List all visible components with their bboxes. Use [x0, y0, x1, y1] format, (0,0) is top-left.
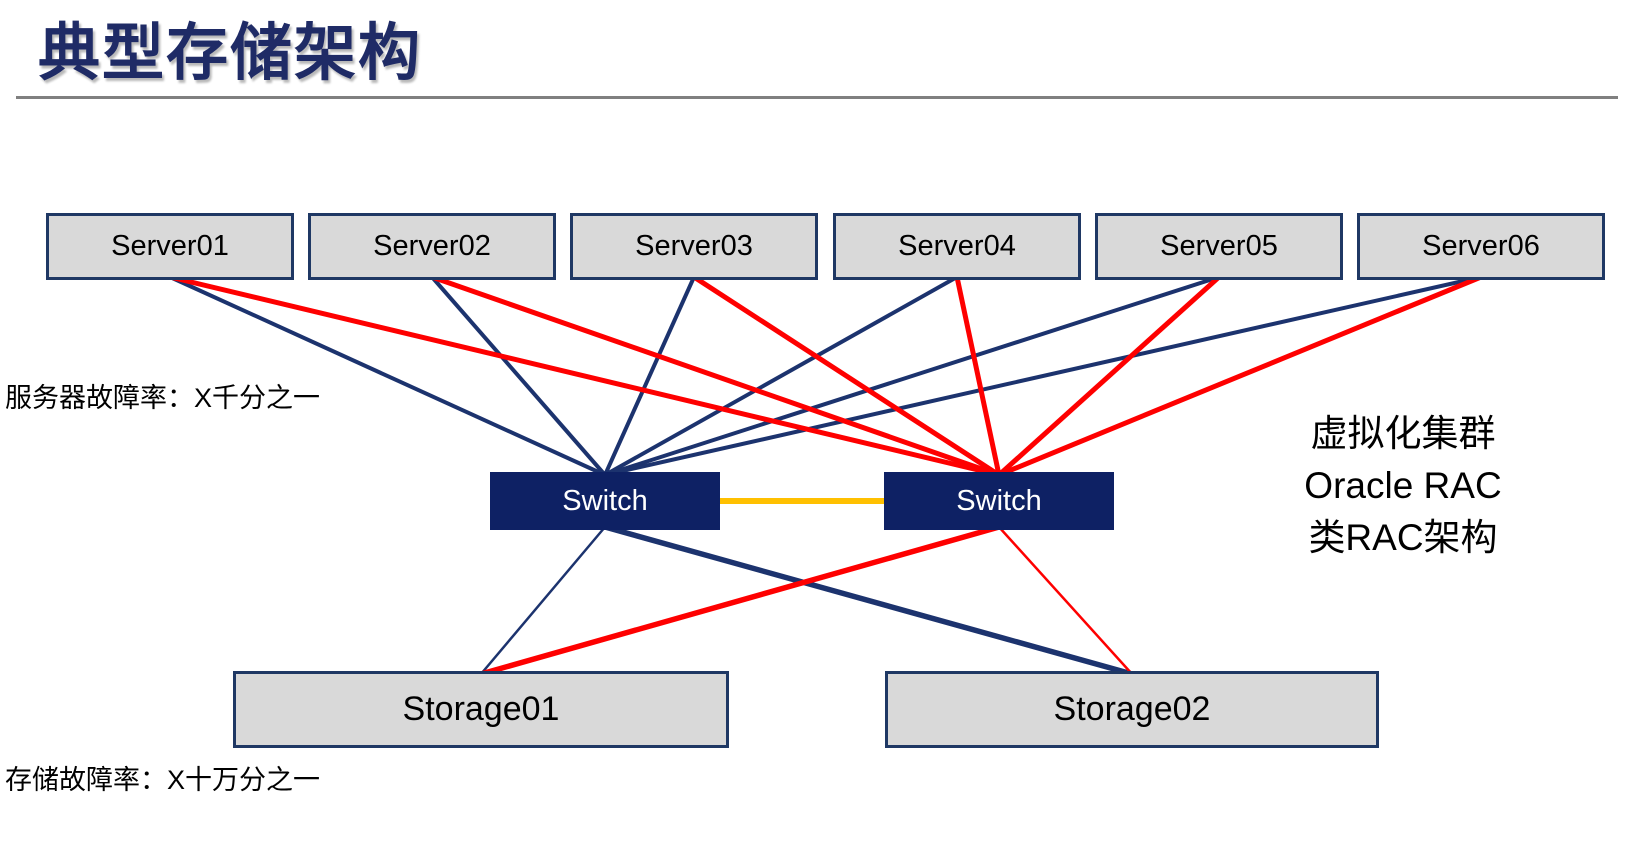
storage01-node: Storage01: [233, 671, 729, 748]
title-divider-line: [16, 96, 1618, 99]
edge-server3-to-switch-right: [692, 274, 1001, 478]
cluster-note-line-2: Oracle RAC: [1304, 465, 1502, 506]
edge-switch-left-to-storage2: [604, 524, 1133, 677]
server05-node: Server05: [1095, 213, 1343, 280]
edge-server6-to-switch-left: [604, 275, 1482, 477]
edge-server6-to-switch-right: [998, 274, 1482, 478]
edge-server1-to-switch-right: [169, 274, 1000, 478]
cluster-note: 虚拟化集群 Oracle RAC 类RAC架构: [1272, 408, 1534, 564]
edge-switch-right-to-storage1: [480, 524, 1000, 677]
page-title: 典型存储架构: [38, 19, 423, 88]
edge-switch-left-to-storage1: [480, 526, 606, 675]
server01-node: Server01: [46, 213, 294, 280]
edge-server2-to-switch-right: [431, 274, 1000, 478]
edge-server2-to-switch-left: [430, 275, 607, 477]
server02-node: Server02: [308, 213, 556, 280]
switch-left-node: Switch: [490, 472, 720, 530]
server06-node: Server06: [1357, 213, 1605, 280]
edge-server5-to-switch-left: [604, 275, 1220, 477]
edge-server5-to-switch-right: [997, 275, 1221, 477]
edge-server4-to-switch-right: [954, 276, 1002, 476]
cluster-note-line-3: 类RAC架构: [1308, 517, 1498, 558]
edge-server4-to-switch-left: [604, 275, 958, 477]
server04-node: Server04: [833, 213, 1081, 280]
storage02-node: Storage02: [885, 671, 1379, 748]
cluster-note-line-1: 虚拟化集群: [1310, 413, 1496, 454]
switch-right-node: Switch: [884, 472, 1114, 530]
edge-switch-right-to-storage2: [998, 526, 1133, 675]
server03-node: Server03: [570, 213, 818, 280]
edge-server3-to-switch-left: [603, 276, 696, 476]
edge-server1-to-switch-left: [169, 275, 606, 477]
server-failure-rate-label: 服务器故障率：X千分之一: [5, 383, 321, 413]
storage-failure-rate-label: 存储故障率：X十万分之一: [5, 765, 321, 795]
